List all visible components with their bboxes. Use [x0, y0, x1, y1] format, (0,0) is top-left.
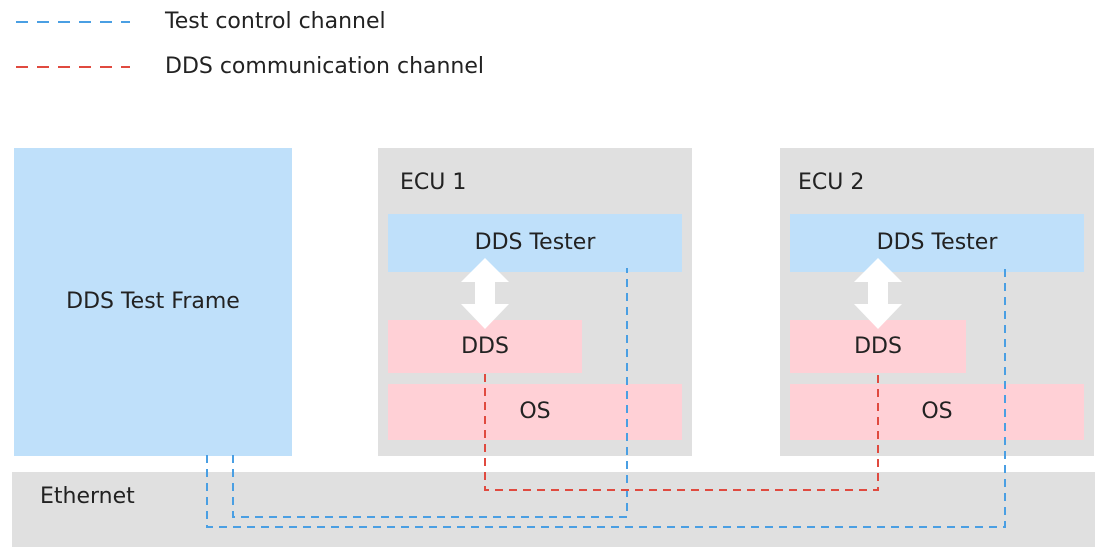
ethernet-label: Ethernet: [40, 484, 135, 509]
ecu-2-dds: DDS: [790, 320, 966, 373]
ecu-2-title: ECU 2: [798, 170, 865, 195]
ecu-1-os-label: OS: [519, 399, 551, 424]
ecu-2-os: OS: [790, 384, 1084, 440]
ecu-2-dds-label: DDS: [854, 333, 902, 359]
ecu-1-os: OS: [388, 384, 682, 440]
ecu-1-dds-label: DDS: [461, 333, 509, 359]
ecu-1-title: ECU 1: [400, 170, 467, 195]
ecu-2-dds-tester-label: DDS Tester: [876, 230, 998, 255]
ecu-2-dds-tester: DDS Tester: [790, 214, 1084, 272]
ecu-2-os-label: OS: [921, 399, 953, 424]
ecu-1-dds-tester: DDS Tester: [388, 214, 682, 272]
dds-test-frame-label: DDS Test Frame: [66, 289, 240, 314]
legend-control-label: Test control channel: [165, 9, 386, 34]
ecu-1-dds-tester-label: DDS Tester: [474, 230, 596, 255]
ecu-1-dds: DDS: [388, 320, 582, 373]
legend-dds-label: DDS communication channel: [165, 54, 485, 79]
dds-test-frame: DDS Test Frame: [14, 148, 292, 456]
ethernet-bar: Ethernet: [12, 472, 1095, 547]
